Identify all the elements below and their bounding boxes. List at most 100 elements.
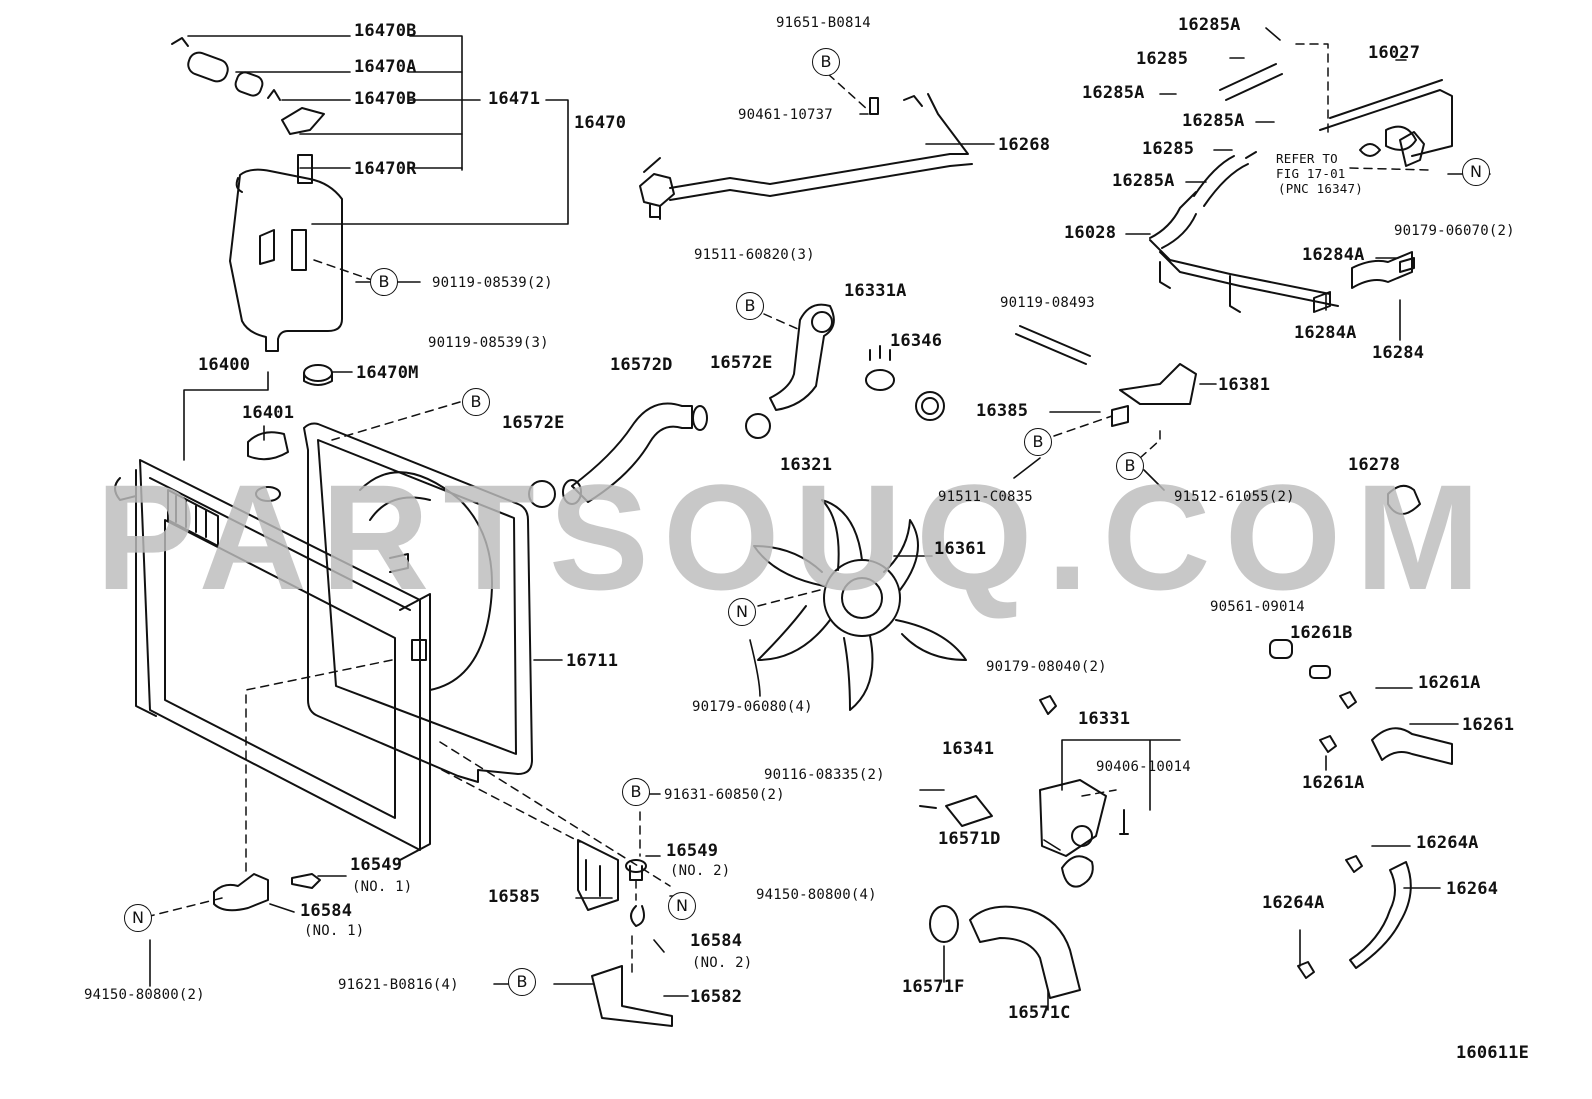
part-label-16285a: 16285A <box>1178 15 1241 35</box>
small-fittings <box>1269 484 1453 979</box>
reservoir-tank-assembly <box>171 37 343 386</box>
part-label-91512-61055: 91512-61055(2) <box>1174 489 1295 505</box>
part-label-16285: 16285 <box>1136 49 1189 69</box>
part-label-94150-80800: 94150-80800(4) <box>756 887 877 903</box>
part-label-90561-09014: 90561-09014 <box>1210 599 1305 615</box>
part-label-91621-b0816: 91621-B0816(4) <box>338 977 459 993</box>
reference-note-line: REFER TO <box>1276 151 1338 166</box>
part-label-90406-10014: 90406-10014 <box>1096 759 1191 775</box>
part-label-16264: 16264 <box>1446 879 1499 899</box>
badge-b: B <box>508 968 536 996</box>
part-label-16549-no2: 16549 <box>666 841 719 861</box>
part-label-91631-60850: 91631-60850(2) <box>664 787 785 803</box>
reference-note-line: (PNC 16347) <box>1278 181 1363 196</box>
part-qualifier-no1: (NO. 1) <box>352 879 413 895</box>
part-label-16711: 16711 <box>566 651 619 671</box>
part-label-16470r: 16470R <box>354 159 417 179</box>
part-label-90119-08493: 90119-08493 <box>1000 295 1095 311</box>
part-qualifier-no2: (NO. 2) <box>692 955 753 971</box>
dashed-lines <box>149 43 1431 977</box>
part-label-16284a: 16284A <box>1302 245 1365 265</box>
fan-shroud <box>303 422 533 783</box>
leader-lines <box>149 27 1491 1011</box>
part-label-91651-b0814: 91651-B0814 <box>776 15 871 31</box>
part-label-16470a: 16470A <box>354 57 417 77</box>
badge-n: N <box>1462 158 1490 186</box>
water-outlet-pipe <box>639 93 973 220</box>
part-label-16284: 16284 <box>1372 343 1425 363</box>
badge-b: B <box>462 388 490 416</box>
part-label-16284a: 16284A <box>1294 323 1357 343</box>
part-label-90119-08539: 90119-08539(3) <box>428 335 549 351</box>
badge-n: N <box>124 904 152 932</box>
part-label-16584-no1: 16584 <box>300 901 353 921</box>
part-label-16341: 16341 <box>942 739 995 759</box>
part-label-16361: 16361 <box>934 539 987 559</box>
reference-note-line: FIG 17-01 <box>1276 166 1346 181</box>
hoses-and-fan <box>528 303 967 711</box>
part-label-16572d: 16572D <box>610 355 673 375</box>
part-label-16331a: 16331A <box>844 281 907 301</box>
part-label-16321: 16321 <box>780 455 833 475</box>
badge-b: B <box>1024 428 1052 456</box>
part-label-16470b: 16470B <box>354 89 417 109</box>
figure-code: 160611E <box>1456 1043 1530 1063</box>
badge-b: B <box>736 292 764 320</box>
part-label-16470b: 16470B <box>354 21 417 41</box>
part-label-16400: 16400 <box>198 355 251 375</box>
part-label-16572e: 16572E <box>502 413 565 433</box>
part-label-16572e: 16572E <box>710 353 773 373</box>
badge-b: B <box>370 268 398 296</box>
part-label-16028: 16028 <box>1064 223 1117 243</box>
part-label-90116-08335: 90116-08335(2) <box>764 767 885 783</box>
part-label-16285a: 16285A <box>1082 83 1145 103</box>
part-label-16268: 16268 <box>998 135 1051 155</box>
part-label-16571c: 16571C <box>1008 1003 1071 1023</box>
part-label-90179-08040: 90179-08040(2) <box>986 659 1107 675</box>
part-label-16346: 16346 <box>890 331 943 351</box>
part-label-16261: 16261 <box>1462 715 1515 735</box>
part-label-90119-08539: 90119-08539(2) <box>432 275 553 291</box>
part-qualifier-no2: (NO. 2) <box>670 863 731 879</box>
part-label-16470: 16470 <box>574 113 627 133</box>
part-label-16264a: 16264A <box>1262 893 1325 913</box>
part-label-16470m: 16470M <box>356 363 419 383</box>
part-label-16331: 16331 <box>1078 709 1131 729</box>
part-label-91511-60820: 91511-60820(3) <box>694 247 815 263</box>
badge-b: B <box>1116 452 1144 480</box>
part-label-16285: 16285 <box>1142 139 1195 159</box>
part-qualifier-no1: (NO. 1) <box>304 923 365 939</box>
part-label-16571f: 16571F <box>902 977 965 997</box>
heater-pipes <box>1149 63 1453 313</box>
part-label-16027: 16027 <box>1368 43 1421 63</box>
part-label-16401: 16401 <box>242 403 295 423</box>
part-label-16571d: 16571D <box>938 829 1001 849</box>
part-label-16285a: 16285A <box>1112 171 1175 191</box>
badge-n: N <box>728 598 756 626</box>
part-label-16261a: 16261A <box>1302 773 1365 793</box>
radiator <box>114 431 431 861</box>
badge-b: B <box>812 48 840 76</box>
part-label-16585: 16585 <box>488 887 541 907</box>
badge-n: N <box>668 892 696 920</box>
badge-b: B <box>622 778 650 806</box>
part-label-16381: 16381 <box>1218 375 1271 395</box>
part-label-16549-no1: 16549 <box>350 855 403 875</box>
part-label-16261a: 16261A <box>1418 673 1481 693</box>
part-label-16584-no2: 16584 <box>690 931 743 951</box>
radiator-brackets <box>213 125 1417 1027</box>
part-label-90179-06080: 90179-06080(4) <box>692 699 813 715</box>
part-label-16385: 16385 <box>976 401 1029 421</box>
part-label-16471: 16471 <box>488 89 541 109</box>
water-inlet-housing <box>919 695 1129 999</box>
part-label-16264a: 16264A <box>1416 833 1479 853</box>
part-label-16285a: 16285A <box>1182 111 1245 131</box>
part-label-16278: 16278 <box>1348 455 1401 475</box>
part-label-90461-10737: 90461-10737 <box>738 107 833 123</box>
part-label-90179-06070: 90179-06070(2) <box>1394 223 1515 239</box>
part-label-94150-80800: 94150-80800(2) <box>84 987 205 1003</box>
part-label-16582: 16582 <box>690 987 743 1007</box>
part-label-91511-c0835: 91511-C0835 <box>938 489 1033 505</box>
part-label-16261b: 16261B <box>1290 623 1353 643</box>
